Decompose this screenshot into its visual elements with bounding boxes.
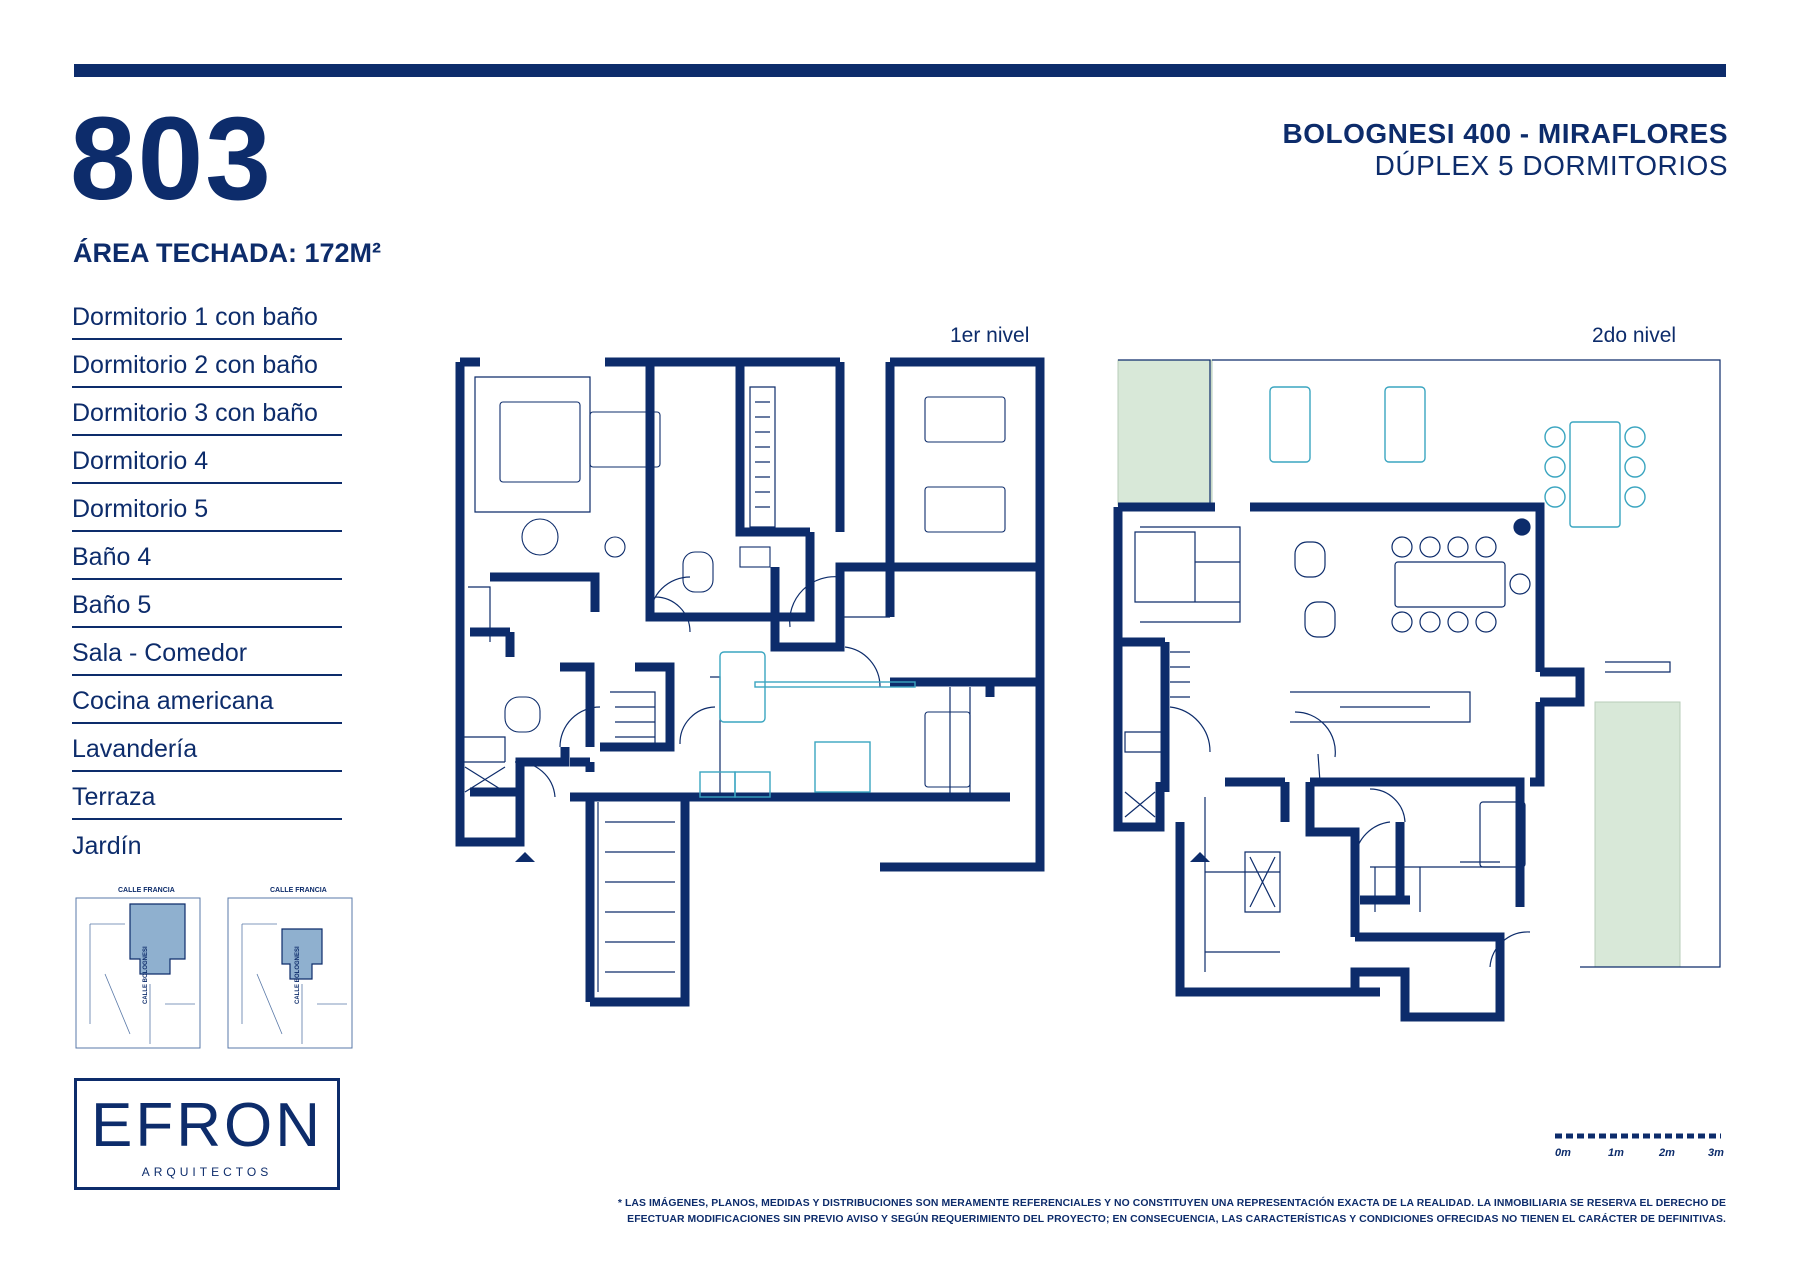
entry-arrow-icon <box>515 852 535 862</box>
floor-plan-level-1 <box>455 357 1045 1007</box>
feature-item: Sala - Comedor <box>72 628 342 676</box>
disclaimer-line: EFECTUAR MODIFICACIONES SIN PREVIO AVISO… <box>627 1214 1726 1226</box>
level-1-label: 1er nivel <box>950 324 1030 347</box>
feature-item: Dormitorio 2 con baño <box>72 340 342 388</box>
feature-item: Lavandería <box>72 724 342 772</box>
features-list: Dormitorio 1 con baño Dormitorio 2 con b… <box>72 292 342 868</box>
beds-level-1 <box>499 396 1006 788</box>
keymap-street-side: CALLE BOLOGNESI <box>295 946 301 1004</box>
feature-item: Jardín <box>72 831 142 860</box>
keymap-lines <box>89 923 195 1044</box>
walls-level-1 <box>455 357 1045 1007</box>
keymap-street-top: CALLE FRANCIA <box>270 887 327 894</box>
keymap-block-outline <box>75 897 201 1049</box>
scale-label: 2m <box>1658 1147 1675 1159</box>
scale-bar: 0m 1m 2m 3m <box>1555 1133 1724 1159</box>
garden-area-top <box>1117 359 1213 506</box>
unit-number: 803 <box>70 93 273 225</box>
logo-subtitle: ARQUITECTOS <box>141 1165 273 1179</box>
feature-item: Dormitorio 1 con baño <box>72 292 342 340</box>
keymap-unit-highlight <box>129 903 186 975</box>
location-keymap-2: CALLE FRANCIA CALLE BOLOGNESI <box>227 887 353 1049</box>
detail-lines-level-2 <box>1124 526 1671 972</box>
feature-item: Dormitorio 5 <box>72 484 342 532</box>
scale-label: 1m <box>1608 1147 1624 1159</box>
feature-item: Baño 5 <box>72 580 342 628</box>
project-address: BOLOGNESI 400 - MIRAFLORES <box>1282 118 1728 149</box>
keymap-block-outline <box>227 897 353 1049</box>
walls-level-2 <box>1113 502 1585 1022</box>
project-header: BOLOGNESI 400 - MIRAFLORES DÚPLEX 5 DORM… <box>1283 118 1729 182</box>
logo-name: EFRON <box>91 1091 323 1160</box>
level-2-label: 2do nivel <box>1592 324 1677 347</box>
scale-label: 3m <box>1708 1147 1724 1159</box>
keymap-street-top: CALLE FRANCIA <box>118 887 175 894</box>
feature-item: Dormitorio 3 con baño <box>72 388 342 436</box>
scale-label: 0m <box>1555 1147 1571 1159</box>
terrace-outline <box>1118 359 1721 968</box>
project-type: DÚPLEX 5 DORMITORIOS <box>1374 150 1728 181</box>
top-rule <box>74 64 1726 77</box>
floor-plan-level-2 <box>1113 359 1721 1022</box>
efron-logo: EFRON ARQUITECTOS <box>74 1078 340 1190</box>
feature-item: Cocina americana <box>72 676 342 724</box>
legal-disclaimer: * LAS IMÁGENES, PLANOS, MEDIDAS Y DISTRI… <box>470 1196 1726 1228</box>
location-keymap-1: CALLE FRANCIA CALLE BOLOGNESI <box>75 887 201 1049</box>
feature-item: Baño 4 <box>72 532 342 580</box>
feature-item: Dormitorio 4 <box>72 436 342 484</box>
keymap-unit-highlight <box>281 928 323 980</box>
keymap-lines <box>241 923 347 1044</box>
keymap-street-side: CALLE BOLOGNESI <box>143 946 149 1004</box>
interior-furniture-level-2 <box>1294 518 1531 868</box>
entry-arrow-icon <box>1190 852 1210 862</box>
garden-area-side <box>1594 701 1681 968</box>
feature-item: Terraza <box>72 772 342 820</box>
terrace-furniture <box>1269 386 1646 528</box>
covered-area: ÁREA TECHADA: 172M² <box>73 238 382 268</box>
disclaimer-line: * LAS IMÁGENES, PLANOS, MEDIDAS Y DISTRI… <box>617 1198 1726 1209</box>
furniture-level-1 <box>699 651 916 798</box>
